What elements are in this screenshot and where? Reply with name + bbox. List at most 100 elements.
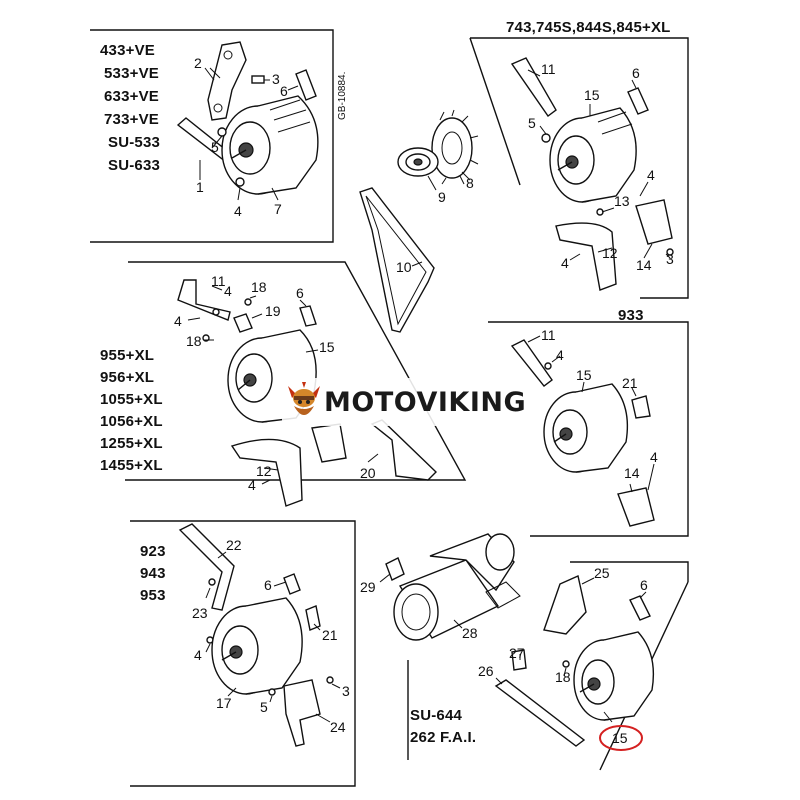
top-left-panel: 433+VE 533+VE 633+VE 733+VE SU-533 SU-63… xyxy=(100,41,348,219)
callout-number: 15 xyxy=(584,87,600,103)
callout-number: 7 xyxy=(274,201,282,217)
callout-number: 8 xyxy=(466,175,474,191)
viking-logo-icon xyxy=(288,382,320,415)
support-bracket xyxy=(635,199,673,245)
bottom-center-parts: 29 28 xyxy=(360,533,521,641)
callout-number: 2 xyxy=(194,55,202,71)
alternator xyxy=(221,95,319,195)
model-label: 262 F.A.I. xyxy=(410,729,476,746)
callout-number: 4 xyxy=(647,167,655,183)
mounting-bracket xyxy=(207,41,247,121)
callout-number: 15 xyxy=(576,367,592,383)
callout-number: 28 xyxy=(462,625,478,641)
callout-number-highlighted: 15 xyxy=(612,730,628,746)
model-label: 955+XL xyxy=(100,347,154,364)
callout-number: 6 xyxy=(632,65,640,81)
top-right-panel: 743,745S,844S,845+XL 11 6 15 5 4 xyxy=(506,19,674,291)
adjusting-strap xyxy=(510,57,557,117)
adjusting-strap xyxy=(494,679,586,747)
model-label: 953 xyxy=(140,587,166,604)
mounting-plate xyxy=(230,438,303,507)
model-label: 433+VE xyxy=(100,42,155,59)
callout-number: 5 xyxy=(528,115,536,131)
support-bracket xyxy=(311,423,347,463)
callout-number: 4 xyxy=(561,255,569,271)
support-bracket xyxy=(283,679,321,747)
callout-number: 12 xyxy=(602,245,618,261)
callout-number: 11 xyxy=(211,273,226,289)
callout-number: 15 xyxy=(319,339,335,355)
top-right-panel-border xyxy=(470,37,689,299)
callout-number: 11 xyxy=(541,61,556,77)
callout-number: 24 xyxy=(330,719,346,735)
model-label: 923 xyxy=(140,543,166,560)
model-label: 943 xyxy=(140,565,166,582)
pulley xyxy=(397,147,439,177)
solenoid-clip xyxy=(385,557,405,581)
middle-left-panel: 955+XL 956+XL 1055+XL 1056+XL 1255+XL 14… xyxy=(100,273,437,507)
bottom-left-panel: 923 943 953 22 6 23 21 4 3 17 xyxy=(140,523,350,747)
callout-number: 27 xyxy=(509,645,525,661)
callout-number: 1 xyxy=(196,179,204,195)
model-label: 1255+XL xyxy=(100,435,163,452)
callout-number: 6 xyxy=(280,83,288,99)
v-belt xyxy=(359,187,435,333)
callout-number: 6 xyxy=(640,577,648,593)
model-label: 956+XL xyxy=(100,369,154,386)
model-label: 533+VE xyxy=(104,65,159,82)
model-label: 733+VE xyxy=(104,111,159,128)
callout-number: 10 xyxy=(396,259,412,275)
callout-number: 14 xyxy=(636,257,652,273)
callout-number: 4 xyxy=(248,477,256,493)
model-label: SU-533 xyxy=(108,134,160,151)
callout-number: 22 xyxy=(226,537,242,553)
callout-number: 21 xyxy=(622,375,638,391)
callout-number: 19 xyxy=(265,303,281,319)
center-top-parts: 8 9 10 xyxy=(359,109,479,333)
alternator xyxy=(573,631,655,721)
middle-right-panel-border xyxy=(488,321,689,537)
callout-number: 5 xyxy=(211,139,219,155)
alternator xyxy=(549,107,637,203)
callout-number: 9 xyxy=(438,189,446,205)
highlight-circle xyxy=(599,725,643,751)
adjusting-strap xyxy=(510,339,553,387)
adjusting-strap xyxy=(178,523,235,611)
callout-number: 3 xyxy=(272,71,280,87)
bottom-right-panel-border-top xyxy=(570,561,689,582)
drawing-reference: GB-10884. xyxy=(337,72,348,120)
callout-number: 4 xyxy=(224,283,232,299)
callout-number: 25 xyxy=(594,565,610,581)
callout-number: 26 xyxy=(478,663,494,679)
bottom-right-panel: SU-644 262 F.A.I. 25 6 27 18 26 15 xyxy=(410,565,655,751)
model-label: 1055+XL xyxy=(100,391,163,408)
model-label: 933 xyxy=(618,307,644,324)
callout-number: 5 xyxy=(260,699,268,715)
starter-motor xyxy=(393,533,521,641)
top-left-panel-border xyxy=(90,29,334,243)
callout-number: 18 xyxy=(555,669,571,685)
mounting-plate xyxy=(555,222,617,291)
callout-number: 18 xyxy=(186,333,202,349)
watermark: MOTOVIKING xyxy=(282,378,536,426)
alternator xyxy=(211,597,303,695)
callout-number: 4 xyxy=(650,449,658,465)
model-label: SU-644 xyxy=(410,707,463,724)
middle-right-panel: 933 11 4 15 21 14 4 xyxy=(510,307,658,527)
callout-number: 3 xyxy=(666,251,674,267)
callout-number: 4 xyxy=(556,347,564,363)
model-label: 633+VE xyxy=(104,88,159,105)
callout-number: 13 xyxy=(614,193,630,209)
callout-number: 4 xyxy=(234,203,242,219)
callout-number: 23 xyxy=(192,605,208,621)
callout-number: 21 xyxy=(322,627,338,643)
callout-number: 18 xyxy=(251,279,267,295)
callout-number: 4 xyxy=(174,313,182,329)
callout-number: 11 xyxy=(541,327,556,343)
callout-number: 29 xyxy=(360,579,376,595)
model-label: 743,745S,844S,845+XL xyxy=(506,19,671,36)
belt-guard xyxy=(370,419,437,481)
model-label: 1056+XL xyxy=(100,413,163,430)
